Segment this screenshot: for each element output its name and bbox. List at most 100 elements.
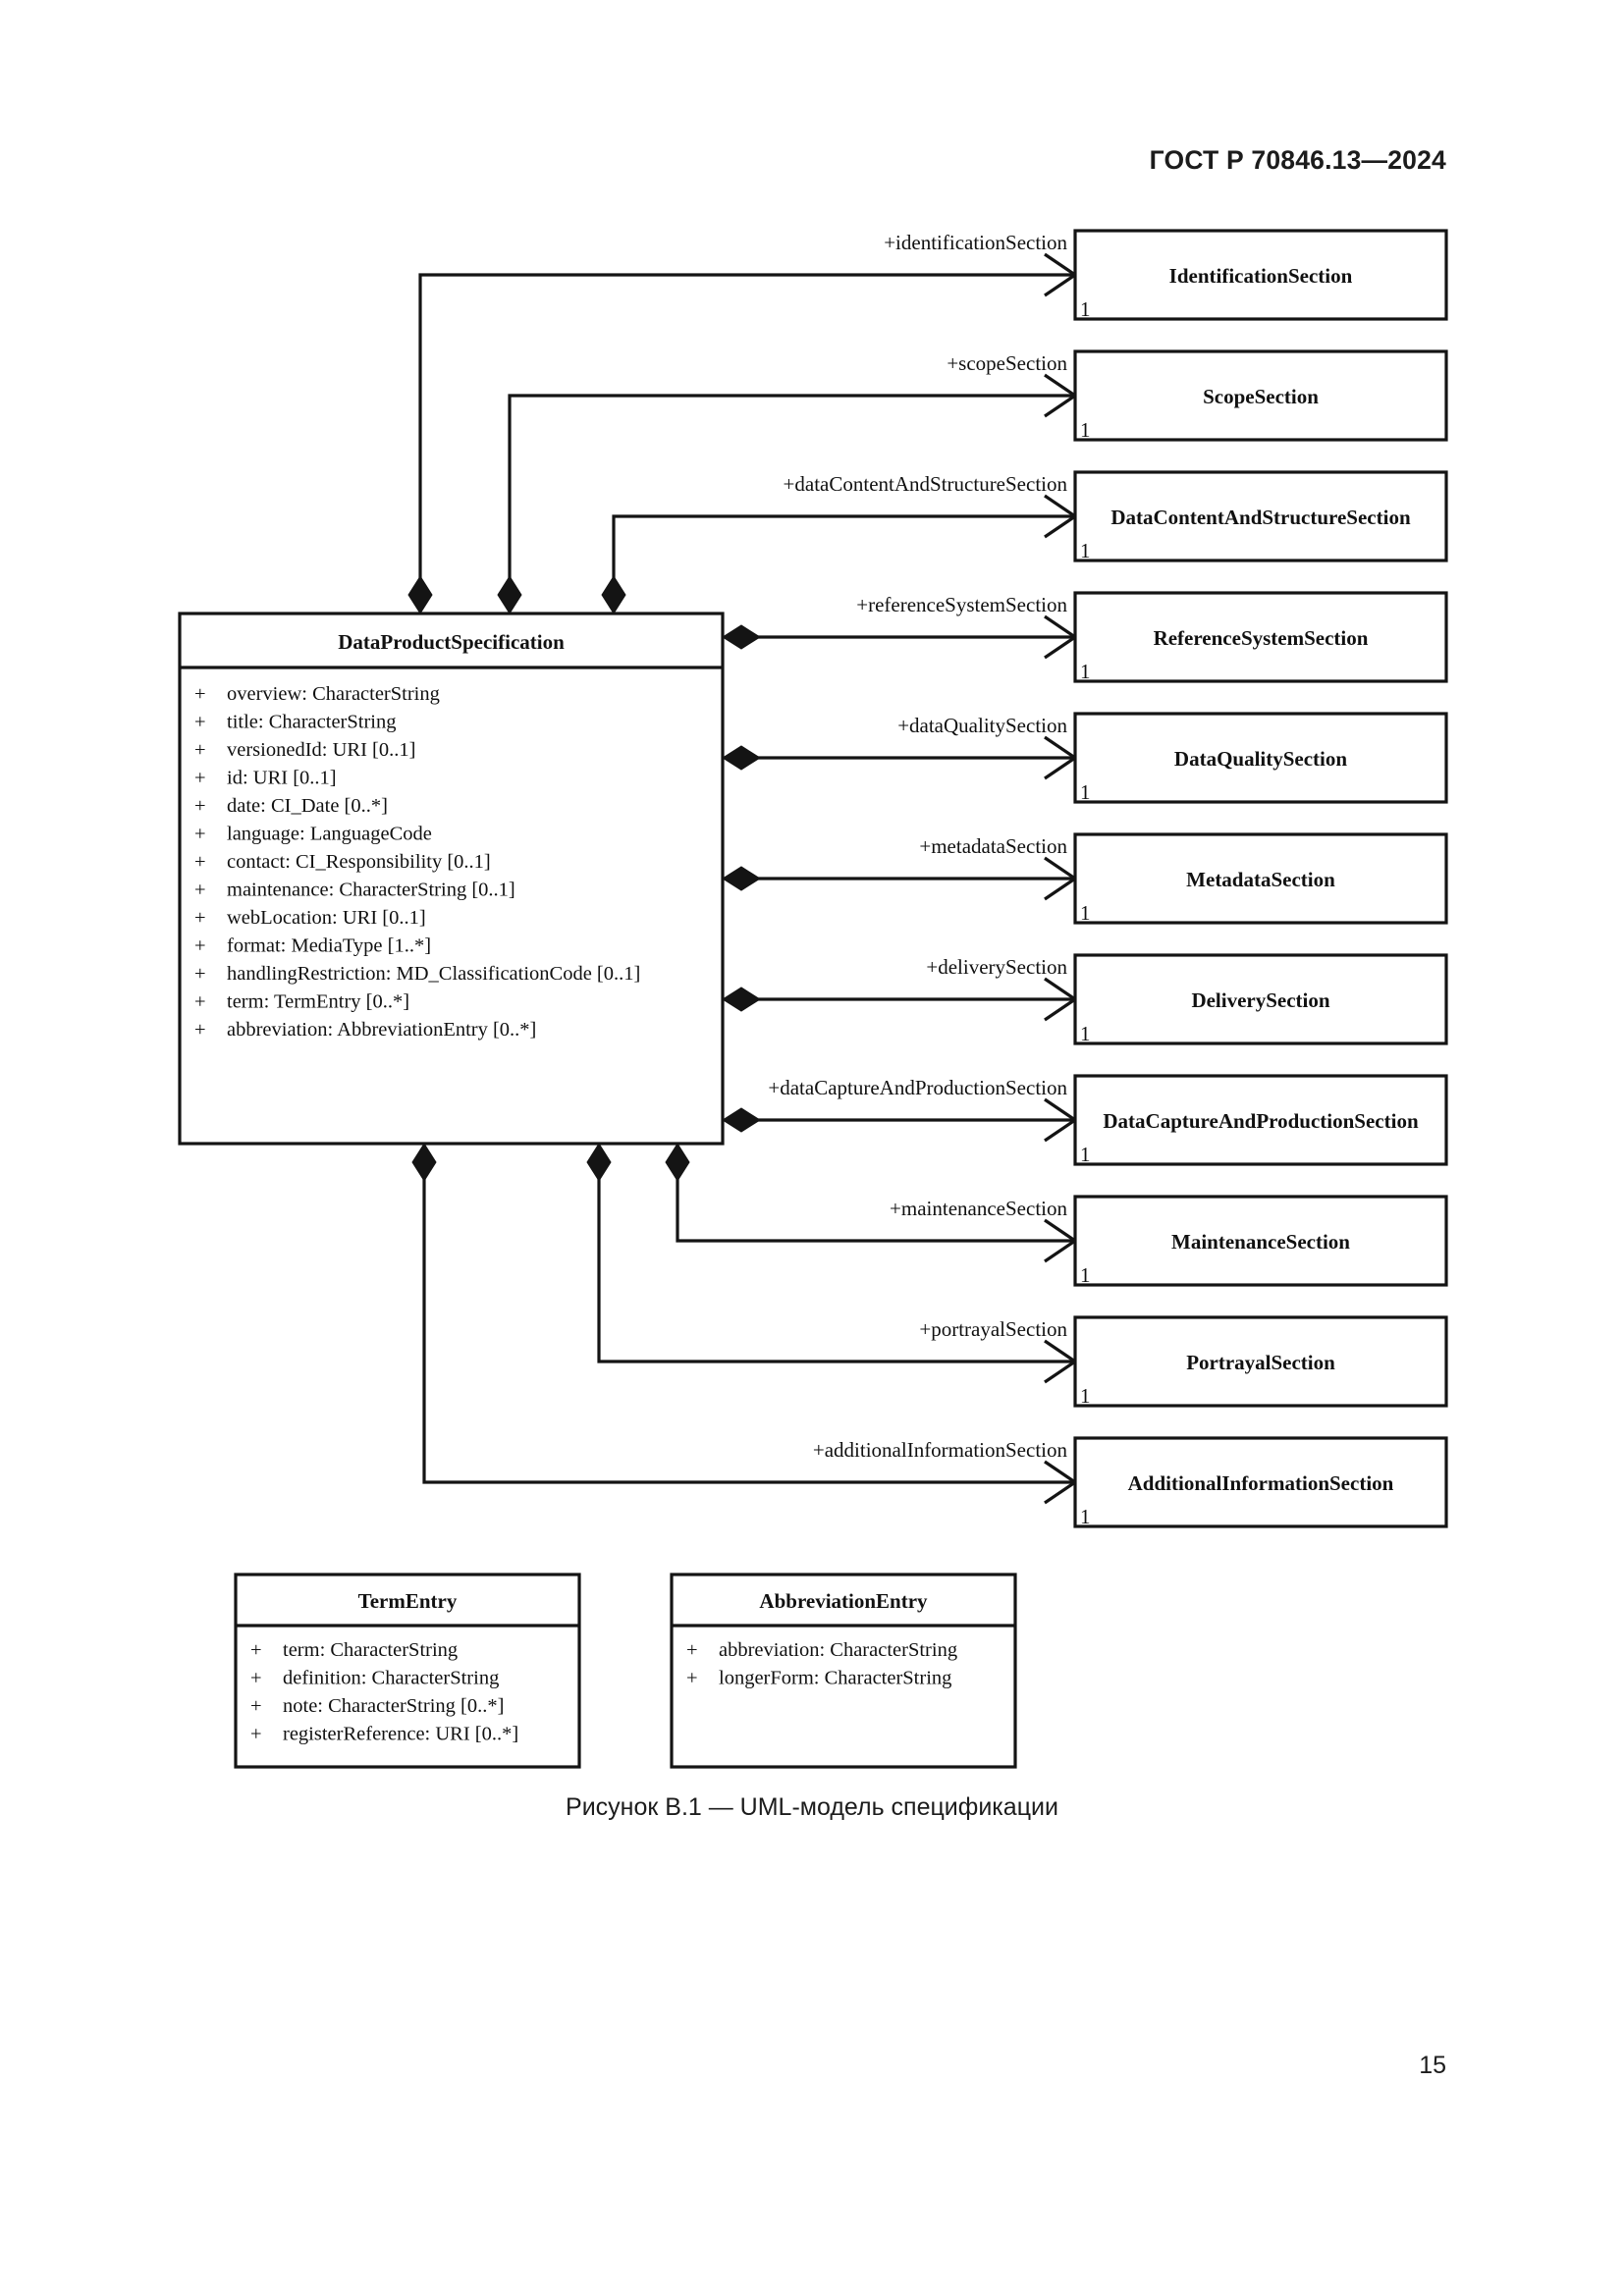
attribute-text: term: TermEntry [0..*] — [227, 991, 409, 1013]
association-multiplicity-label: 1 — [1080, 539, 1091, 562]
attribute-text: definition: CharacterString — [283, 1668, 499, 1689]
section-box[interactable] — [1073, 229, 1448, 321]
section-box[interactable] — [1073, 1195, 1448, 1287]
section-class-ScopeSection: ScopeSection — [1073, 349, 1448, 442]
association-role-label: +metadataSection — [919, 834, 1067, 858]
composition-diamond — [411, 1143, 437, 1182]
attribute-text: title: CharacterString — [227, 712, 397, 733]
section-class-name: DataQualitySection — [1174, 747, 1347, 771]
attribute-text: id: URI [0..1] — [227, 768, 337, 789]
attribute-visibility: + — [686, 1639, 698, 1661]
section-box[interactable] — [1073, 591, 1448, 683]
section-box[interactable] — [1073, 953, 1448, 1045]
navigable-arrowhead — [1044, 1339, 1076, 1384]
attribute-text: term: CharacterString — [283, 1639, 458, 1661]
navigable-arrowhead — [1044, 1460, 1076, 1505]
attribute-text: note: CharacterString [0..*] — [283, 1695, 504, 1717]
composition-diamond — [665, 1143, 690, 1182]
attribute-text: longerForm: CharacterString — [719, 1668, 951, 1689]
attribute-visibility: + — [194, 739, 206, 761]
arrowhead-stroke — [1044, 635, 1076, 660]
section-box[interactable] — [1073, 832, 1448, 925]
attribute-visibility: + — [194, 851, 206, 873]
attribute-visibility: + — [194, 712, 206, 733]
attribute-visibility: + — [194, 795, 206, 817]
section-box[interactable] — [1073, 712, 1448, 804]
arrowhead-stroke — [1044, 614, 1076, 639]
association-role-label: +identificationSection — [884, 231, 1067, 254]
main-class-box[interactable] — [178, 612, 725, 1146]
section-class-DeliverySection: DeliverySection — [1073, 953, 1448, 1045]
composition-diamond — [722, 1107, 761, 1133]
section-class-DataQualitySection: DataQualitySection — [1073, 712, 1448, 804]
arrowhead-stroke — [1044, 1480, 1076, 1505]
section-class-DataCaptureAndProductionSection: DataCaptureAndProductionSection — [1073, 1074, 1448, 1166]
abbreviation-entry-box[interactable] — [670, 1573, 1017, 1769]
attribute-text: abbreviation: CharacterString — [719, 1639, 957, 1661]
section-box[interactable] — [1073, 470, 1448, 562]
attribute-visibility: + — [250, 1639, 262, 1661]
arrowhead-stroke — [1044, 1218, 1076, 1243]
section-class-name: DataContentAndStructureSection — [1110, 506, 1411, 529]
association-role-label: +additionalInformationSection — [813, 1438, 1068, 1462]
composition-diamond — [601, 575, 626, 614]
section-class-name: DataCaptureAndProductionSection — [1103, 1109, 1419, 1133]
attribute-text: maintenance: CharacterString [0..1] — [227, 880, 515, 901]
association-multiplicity-label: 1 — [1080, 660, 1091, 683]
attribute-visibility: + — [250, 1724, 262, 1745]
attribute-visibility: + — [194, 880, 206, 901]
page-number: 15 — [1419, 2052, 1446, 2079]
class-AbbreviationEntry: AbbreviationEntry+abbreviation: Characte… — [670, 1573, 1017, 1769]
arrowhead-stroke — [1044, 252, 1076, 277]
navigable-arrowhead — [1044, 1218, 1076, 1263]
association-DataQualitySection — [722, 735, 1076, 780]
main-class-DataProductSpecification: DataProductSpecification+overview: Chara… — [178, 612, 725, 1146]
section-box[interactable] — [1073, 349, 1448, 442]
attribute-visibility: + — [194, 963, 206, 985]
association-role-label: +dataContentAndStructureSection — [784, 472, 1068, 496]
association-multiplicity-label: 1 — [1080, 780, 1091, 804]
association-role-label: +maintenanceSection — [890, 1197, 1067, 1220]
composition-diamond — [722, 624, 761, 650]
attribute-text: abbreviation: AbbreviationEntry [0..*] — [227, 1019, 536, 1041]
navigable-arrowhead — [1044, 614, 1076, 660]
attribute-visibility: + — [686, 1668, 698, 1689]
arrowhead-stroke — [1044, 1460, 1076, 1484]
arrowhead-stroke — [1044, 1097, 1076, 1122]
arrowhead-stroke — [1044, 494, 1076, 518]
section-class-MaintenanceSection: MaintenanceSection — [1073, 1195, 1448, 1287]
section-class-MetadataSection: MetadataSection — [1073, 832, 1448, 925]
navigable-arrowhead — [1044, 252, 1076, 297]
association-line — [422, 1162, 1075, 1484]
association-role-label: +dataCaptureAndProductionSection — [768, 1076, 1067, 1099]
navigable-arrowhead — [1044, 977, 1076, 1022]
navigable-arrowhead — [1044, 373, 1076, 418]
term-entry-box[interactable] — [234, 1573, 581, 1769]
section-box[interactable] — [1073, 1074, 1448, 1166]
navigable-arrowhead — [1044, 494, 1076, 539]
section-class-DataContentAndStructureSection: DataContentAndStructureSection — [1073, 470, 1448, 562]
section-box[interactable] — [1073, 1436, 1448, 1528]
navigable-arrowhead — [1044, 1097, 1076, 1143]
association-line — [612, 514, 1075, 595]
association-PortrayalSection — [586, 1143, 1076, 1384]
attribute-visibility: + — [194, 935, 206, 957]
connector-layer — [407, 252, 1076, 1505]
arrowhead-stroke — [1044, 1239, 1076, 1263]
arrowhead-stroke — [1044, 997, 1076, 1022]
association-line — [418, 273, 1075, 595]
attribute-visibility: + — [194, 991, 206, 1013]
arrowhead-stroke — [1044, 1360, 1076, 1384]
attribute-text: registerReference: URI [0..*] — [283, 1724, 518, 1745]
section-class-name: AdditionalInformationSection — [1128, 1471, 1394, 1495]
section-class-name: ReferenceSystemSection — [1154, 626, 1369, 650]
navigable-arrowhead — [1044, 856, 1076, 901]
section-class-ReferenceSystemSection: ReferenceSystemSection — [1073, 591, 1448, 683]
arrowhead-stroke — [1044, 756, 1076, 780]
section-class-name: IdentificationSection — [1169, 264, 1353, 288]
composition-diamond — [407, 575, 433, 614]
association-multiplicity-label: 1 — [1080, 1384, 1091, 1408]
association-role-label: +scopeSection — [947, 351, 1067, 375]
section-box[interactable] — [1073, 1315, 1448, 1408]
